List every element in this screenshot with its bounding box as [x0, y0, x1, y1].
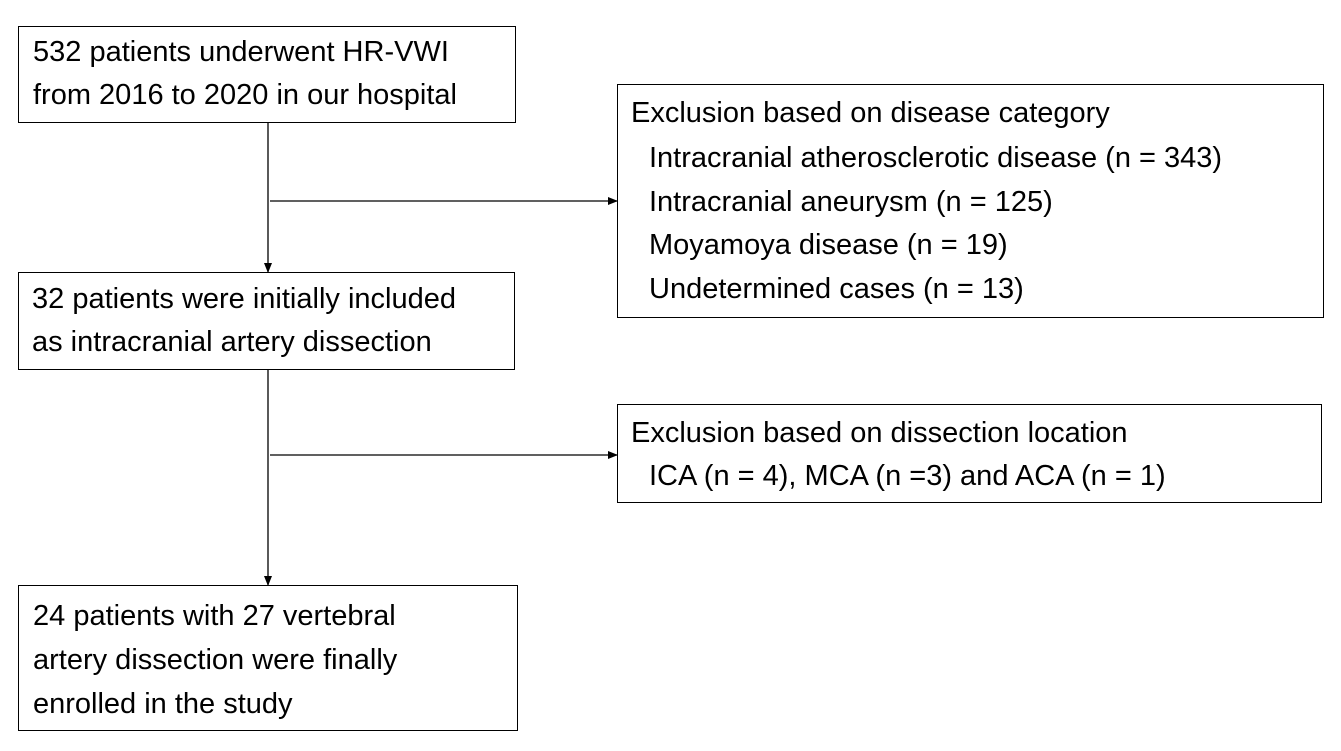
box-included-line-2: as intracranial artery dissection [32, 326, 432, 358]
box-initial-line-1: 532 patients underwent HR-VWI [33, 36, 449, 68]
box-final-line-2: artery dissection were finally [33, 644, 398, 676]
box-initial-patients: 532 patients underwent HR-VWI from 2016 … [18, 26, 516, 123]
exclusion-disease-item: Intracranial atherosclerotic disease (n … [649, 142, 1223, 174]
exclusion-location-heading: Exclusion based on dissection location [631, 417, 1128, 449]
box-exclusion-disease: Exclusion based on disease category Intr… [617, 84, 1324, 318]
box-final-line-1: 24 patients with 27 vertebral [33, 600, 396, 632]
exclusion-location-item: ICA (n = 4), MCA (n =3) and ACA (n = 1) [649, 460, 1166, 492]
box-included-line-1: 32 patients were initially included [32, 283, 456, 315]
exclusion-disease-item: Intracranial aneurysm (n = 125) [649, 186, 1053, 218]
box-final-line-3: enrolled in the study [33, 688, 293, 720]
box-final-enrolled: 24 patients with 27 vertebral artery dis… [18, 585, 518, 731]
box-initially-included: 32 patients were initially included as i… [18, 272, 515, 370]
exclusion-disease-item: Undetermined cases (n = 13) [649, 273, 1024, 305]
exclusion-disease-heading: Exclusion based on disease category [631, 97, 1110, 129]
box-exclusion-location: Exclusion based on dissection location I… [617, 404, 1322, 503]
exclusion-disease-item: Moyamoya disease (n = 19) [649, 229, 1008, 261]
box-initial-line-2: from 2016 to 2020 in our hospital [33, 79, 457, 111]
